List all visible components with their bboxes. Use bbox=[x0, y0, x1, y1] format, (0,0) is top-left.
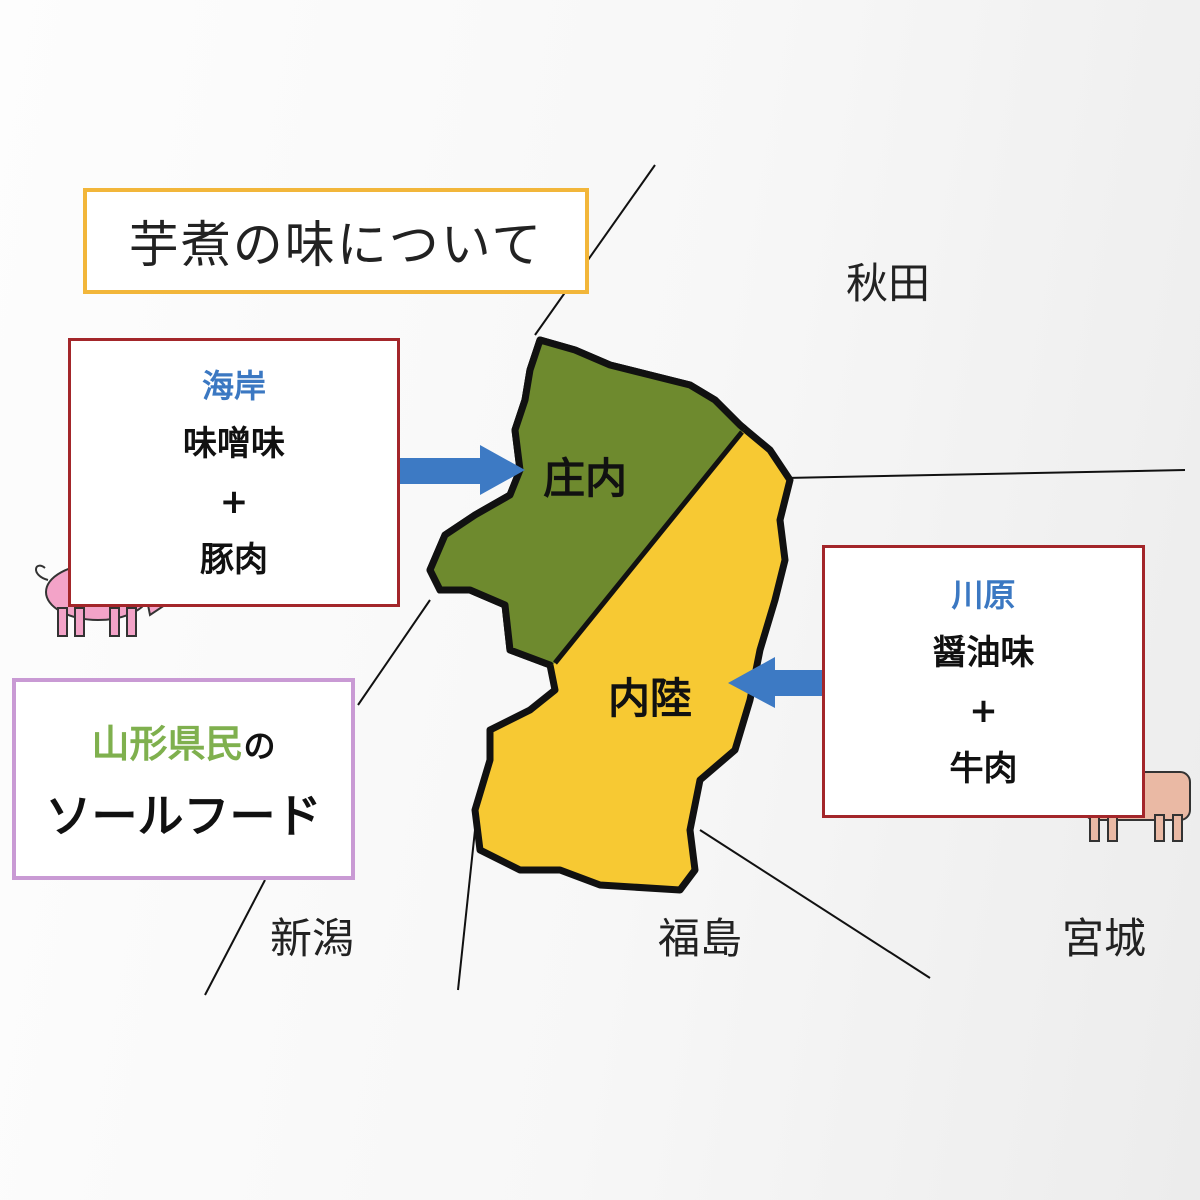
fukushima-label: 福島 bbox=[658, 914, 743, 963]
soul-food-box: 山形県民の ソールフード bbox=[12, 678, 355, 880]
river-meat: 牛肉 bbox=[949, 748, 1018, 789]
coast-plus: + bbox=[219, 481, 249, 522]
arrow-coast bbox=[385, 445, 525, 495]
region-divider bbox=[553, 430, 744, 665]
soul-food-particle: の bbox=[243, 726, 276, 765]
shonai-label: 庄内 bbox=[543, 454, 628, 503]
soul-food-line2: ソールフード bbox=[45, 788, 322, 843]
miyagi-label: 宮城 bbox=[1062, 914, 1147, 963]
coast-info-box: 海岸 味噌味 + 豚肉 bbox=[68, 338, 400, 607]
title-text: 芋煮の味について bbox=[128, 216, 544, 274]
river-info-box: 川原 醤油味 + 牛肉 bbox=[822, 545, 1145, 818]
border-lines bbox=[204, 164, 1186, 996]
soul-food-main: 山形県民 bbox=[91, 721, 244, 766]
niigata-label: 新潟 bbox=[270, 914, 355, 963]
inland-label: 内陸 bbox=[608, 674, 693, 723]
coast-heading: 海岸 bbox=[201, 366, 266, 405]
river-heading: 川原 bbox=[951, 575, 1016, 614]
coast-meat: 豚肉 bbox=[200, 539, 268, 580]
coast-flavor: 味噌味 bbox=[183, 423, 285, 464]
title-box: 芋煮の味について bbox=[83, 188, 589, 294]
river-flavor: 醤油味 bbox=[932, 632, 1035, 673]
akita-label: 秋田 bbox=[846, 259, 931, 308]
river-plus: + bbox=[969, 690, 998, 731]
